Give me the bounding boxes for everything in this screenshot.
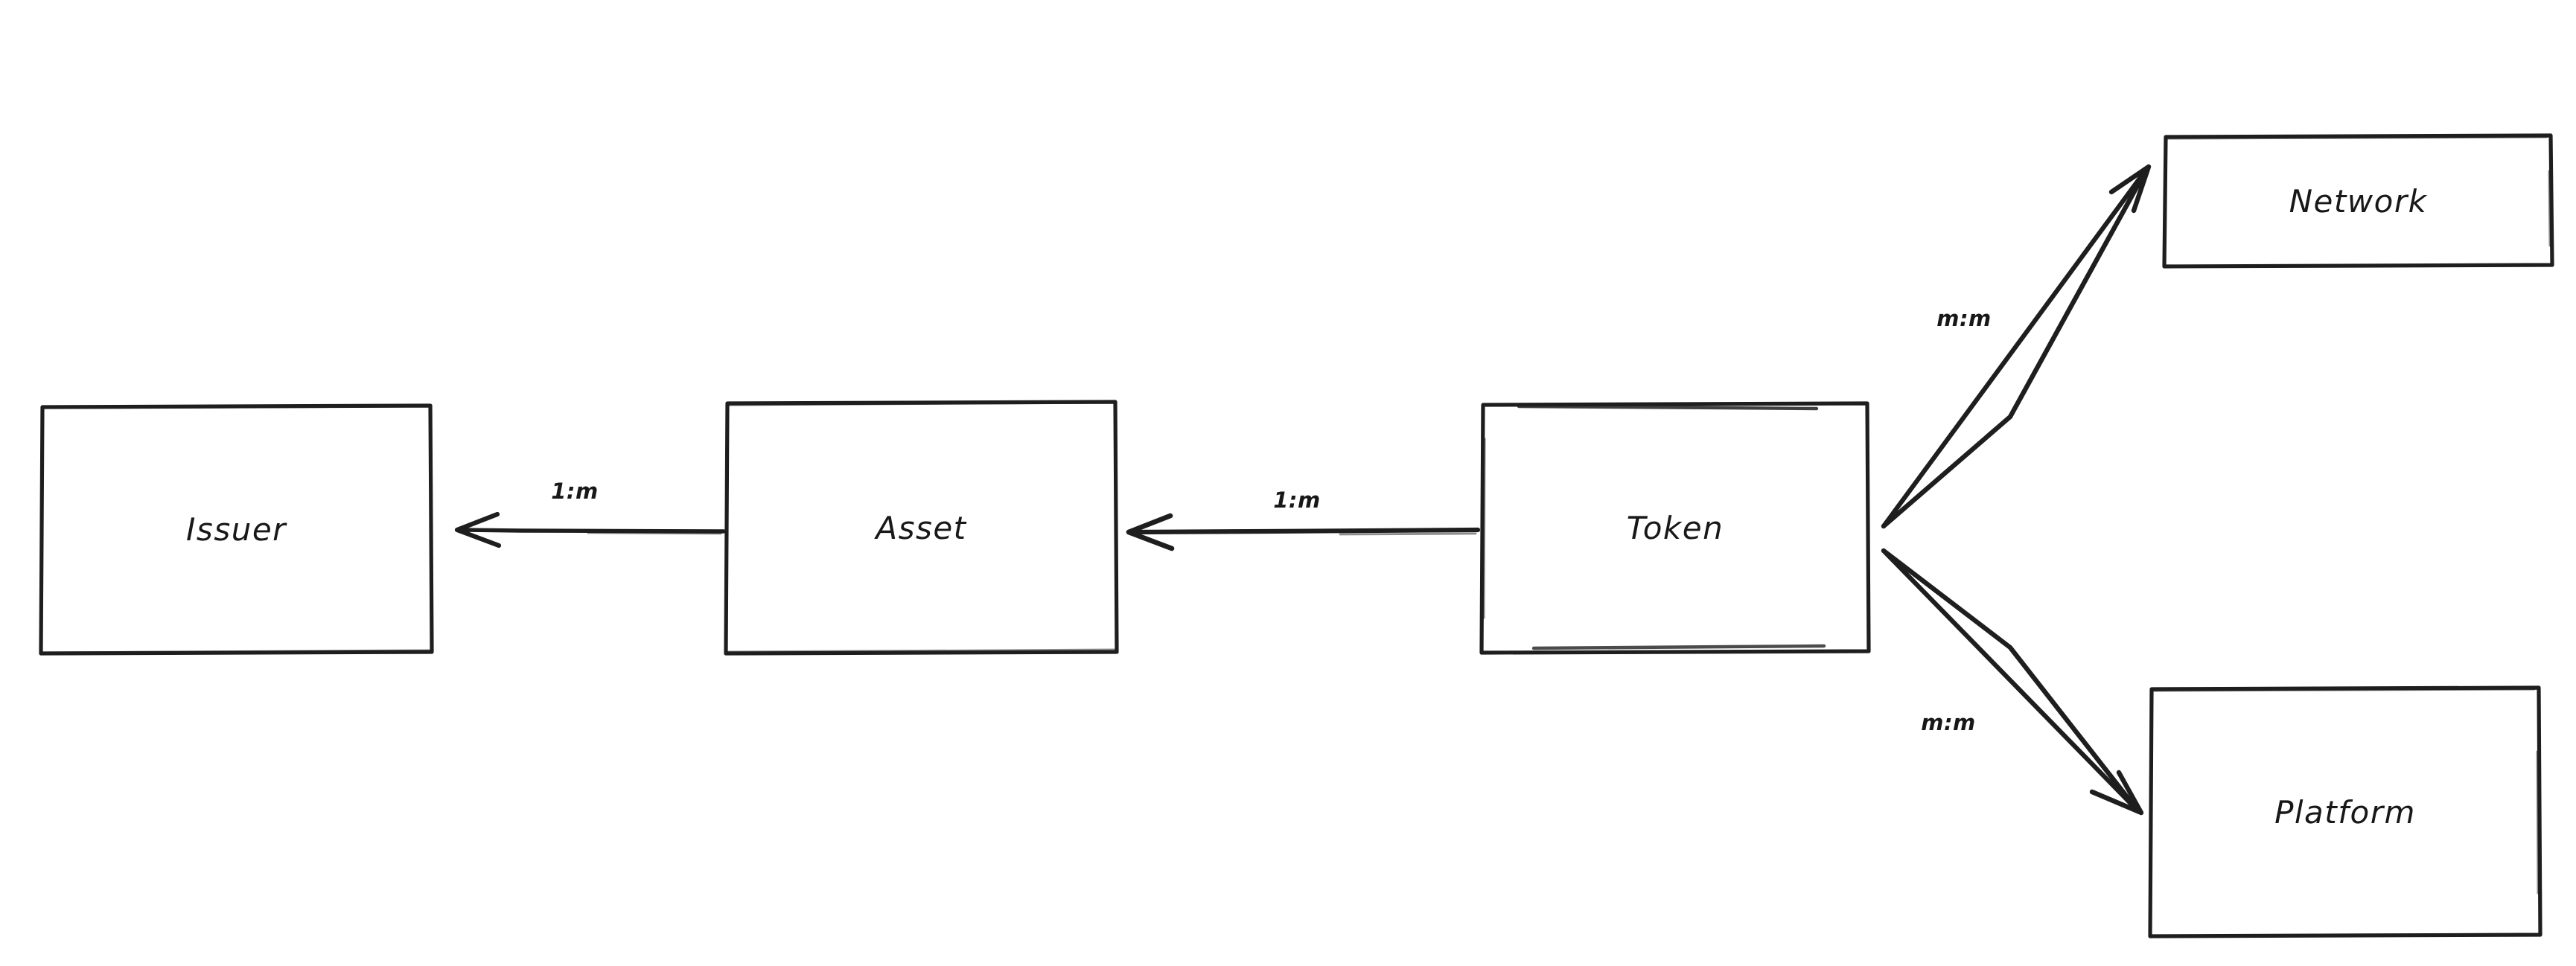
arrow-token-to-platform[interactable]	[1881, 548, 2144, 816]
entity-box-platform[interactable]	[2148, 685, 2542, 938]
entity-box-token[interactable]	[1479, 401, 1871, 655]
entity-box-issuer[interactable]	[39, 403, 434, 656]
entity-box-asset[interactable]	[724, 400, 1119, 656]
arrow-asset-to-issuer[interactable]	[454, 511, 726, 548]
arrow-token-to-network[interactable]	[1881, 164, 2152, 529]
entity-box-network[interactable]	[2162, 133, 2554, 269]
arrow-token-to-asset[interactable]	[1126, 513, 1481, 551]
